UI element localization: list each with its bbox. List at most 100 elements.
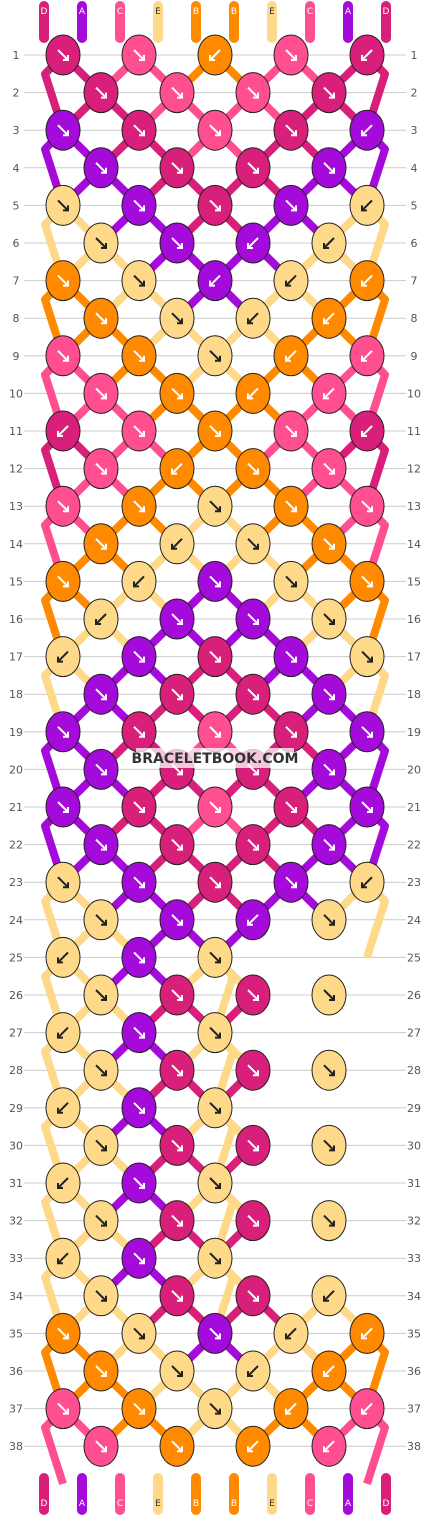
knot [83,1350,119,1392]
knot [349,1312,385,1354]
knot-arrow-icon [209,1327,221,1340]
row-number-left: 6 [13,237,20,250]
knot-arrow-head-icon [101,1446,107,1453]
knot [273,786,309,828]
knot [235,1124,271,1166]
knot [349,109,385,151]
knot-arrow-icon [323,312,335,324]
knot-arrow-icon [209,49,221,61]
knot-arrow-head-icon [95,619,101,625]
knot [121,184,157,226]
knot-arrow-icon [285,801,297,813]
knot [159,72,195,114]
knot-arrow-head-icon [177,769,183,776]
knot-arrow-icon [209,124,221,136]
knot [121,861,157,903]
knot-arrow-icon [323,1365,335,1377]
knot-arrow-icon [57,1177,69,1189]
knot-arrow-icon [95,237,107,249]
knot-arrow-icon [247,538,259,550]
row-number-right: 13 [407,500,421,513]
knot-arrow-icon [57,1026,69,1039]
knot-arrow-head-icon [291,882,297,889]
knot-arrow-icon [247,989,259,1001]
knot [83,673,119,715]
knot [349,34,385,76]
knot-arrow-icon [323,838,335,851]
knot-arrow-head-icon [101,1145,107,1152]
knot-arrow-icon [285,199,297,212]
knot-arrow-icon [171,613,183,625]
knot [121,711,157,753]
knot-arrow-icon [133,575,145,588]
knot-arrow-icon [57,876,69,888]
knot-arrow-head-icon [253,694,259,701]
string-label-top: D [383,7,390,17]
knot-arrow-icon [247,688,259,700]
row-number-right: 27 [407,1027,421,1040]
knot-arrow-icon [95,312,107,324]
knot-arrow-head-icon [139,280,145,287]
knot-arrow-head-icon [177,1371,183,1377]
knot [45,1312,81,1354]
knot [311,448,347,490]
knot [311,1425,347,1467]
string-label-bottom: D [383,1499,390,1509]
knot-arrow-head-icon [101,243,107,249]
knot-arrow-head-icon [101,92,107,99]
knot-arrow-icon [57,350,69,362]
knot-arrow-icon [285,1327,297,1340]
knot-arrow-icon [285,49,297,61]
knot-arrow-head-icon [215,205,221,212]
knot [159,824,195,866]
knot [311,899,347,941]
knot [45,786,81,828]
string-label-bottom: A [345,1499,352,1509]
row-number-right: 24 [407,914,421,927]
knot [197,1087,233,1129]
knot [349,861,385,903]
knot-arrow-icon [171,989,183,1001]
row-number-left: 34 [9,1290,23,1303]
knot-arrow-icon [171,538,183,550]
row-number-left: 37 [9,1403,23,1416]
knot-arrow-icon [323,387,335,400]
knot [349,786,385,828]
knot-arrow-icon [361,1402,373,1415]
knot-arrow-head-icon [253,1145,259,1152]
knot-arrow-icon [323,1290,335,1302]
knot-arrow-icon [285,726,297,738]
knot [311,222,347,264]
knot-arrow-icon [171,312,183,324]
knot-arrow-icon [95,763,107,776]
knot-arrow-icon [209,575,221,588]
knot-arrow-icon [247,1064,259,1076]
knot-arrow-icon [171,86,183,99]
knot-arrow-icon [133,199,145,212]
string-label-bottom: B [231,1499,237,1509]
knot-arrow-icon [361,726,373,738]
knot [235,1200,271,1242]
string-label-top: A [345,7,352,17]
knot [121,560,157,602]
row-number-left: 32 [9,1215,23,1228]
knot [121,636,157,678]
knot-arrow-icon [57,274,69,287]
knot-arrow-head-icon [329,919,335,926]
knot-arrow-head-icon [285,1408,291,1415]
knot-arrow-head-icon [101,393,107,400]
knot-arrow-head-icon [101,543,107,550]
row-number-left: 20 [9,763,23,776]
knot [273,1312,309,1354]
knot [197,636,233,678]
knot-arrow-icon [209,951,221,964]
row-number-left: 29 [9,1102,23,1115]
string-label-top: E [155,7,161,17]
row-number-left: 24 [9,914,23,927]
row-number-left: 25 [9,951,23,964]
string-label-bottom: D [41,1499,48,1509]
knot-arrow-icon [133,876,145,888]
knot-arrow-head-icon [57,1258,63,1265]
knot-arrow-head-icon [63,355,69,362]
knot-arrow-head-icon [215,130,221,137]
